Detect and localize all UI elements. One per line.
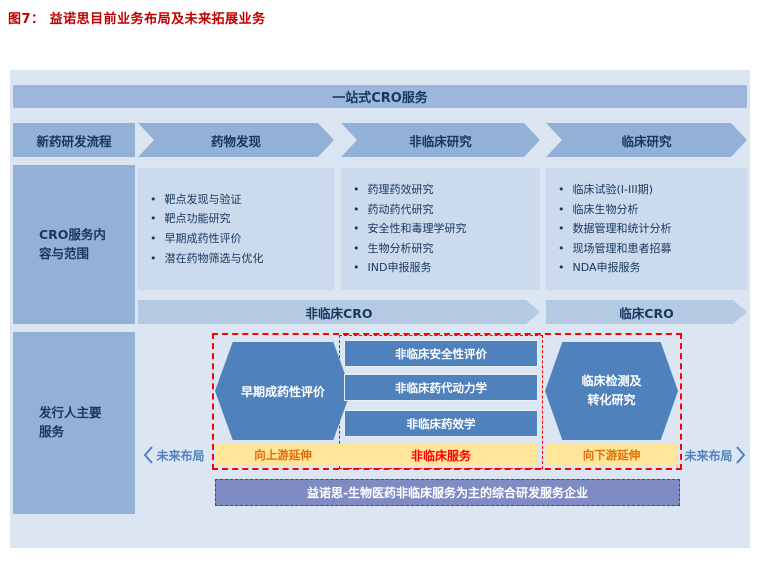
nonclinical-pd-label: 非临床药效学 — [406, 416, 476, 431]
list-item-text: 现场管理和患者招募 — [572, 241, 672, 255]
future-layout-left-text: 未来布局 — [156, 448, 205, 463]
future-layout-right: 未来布局 — [682, 444, 748, 466]
nonclinical-safety-box: 非临床安全性评价 — [344, 340, 538, 367]
company-positioning-banner: 益诺思-生物医药非临床服务为主的综合研发服务企业 — [215, 479, 680, 506]
nonclinical-core-label: 非临床服务 — [410, 448, 471, 463]
discovery-services-list: 靶点发现与验证 靶点功能研究 早期成药性评价 潜在药物筛选与优化 — [138, 190, 334, 268]
chevron-right-icon — [735, 446, 745, 464]
stage-clinical-research-label: 临床研究 — [621, 133, 672, 149]
upstream-extension-label: 向上游延伸 — [254, 448, 312, 462]
list-item-text: 潜在药物筛选与优化 — [164, 251, 264, 265]
list-item-text: 药动药代研究 — [367, 202, 434, 216]
list-item-text: 临床试验(I-III期) — [572, 183, 654, 197]
clinical-services-list: 临床试验(I-III期) 临床生物分析 数据管理和统计分析 现场管理和患者招募 … — [546, 180, 747, 278]
list-item: 临床生物分析 — [558, 200, 747, 220]
list-item: NDA申报服务 — [558, 258, 747, 278]
issuer-services-label-text: 发行人主要服务 — [39, 405, 102, 439]
upstream-extension-box: 向上游延伸 — [215, 444, 351, 466]
future-layout-right-text: 未来布局 — [684, 448, 733, 463]
nonclinical-cro-arrow: 非临床CRO — [138, 300, 540, 324]
company-positioning-text: 益诺思-生物医药非临床服务为主的综合研发服务企业 — [307, 486, 588, 500]
list-item: IND申报服务 — [353, 258, 540, 278]
stage-nonclinical-research: 非临床研究 — [341, 123, 540, 157]
future-layout-left: 未来布局 — [136, 444, 212, 466]
list-item-text: 安全性和毒理学研究 — [367, 222, 467, 236]
nonclinical-services-list: 药理药效研究 药动药代研究 安全性和毒理学研究 生物分析研究 IND申报服务 — [341, 180, 540, 278]
list-item-text: IND申报服务 — [367, 261, 432, 275]
process-row-label: 新药研发流程 — [13, 123, 135, 157]
stage-nonclinical-research-label: 非临床研究 — [409, 133, 472, 149]
clinical-cro-arrow: 临床CRO — [546, 300, 747, 324]
downstream-extension-label: 向下游延伸 — [582, 448, 641, 462]
nonclinical-pd-box: 非临床药效学 — [344, 410, 538, 437]
nonclinical-pk-box: 非临床药代动力学 — [344, 374, 538, 401]
process-row-label-text: 新药研发流程 — [36, 133, 112, 149]
issuer-scope-dashed-frame — [212, 333, 682, 470]
list-item: 现场管理和患者招募 — [558, 239, 747, 259]
list-item-text: NDA申报服务 — [572, 261, 641, 275]
stage-drug-discovery: 药物发现 — [138, 123, 334, 157]
list-item-text: 生物分析研究 — [367, 241, 434, 255]
business-layout-diagram: 一站式CRO服务 新药研发流程 药物发现 非临床研究 临床研究 CRO服务内容与… — [10, 70, 750, 548]
list-item-text: 药理药效研究 — [367, 183, 434, 197]
list-item: 靶点功能研究 — [150, 209, 334, 229]
chevron-left-icon — [144, 446, 154, 464]
one-stop-cro-banner: 一站式CRO服务 — [13, 85, 747, 108]
stage-drug-discovery-label: 药物发现 — [210, 133, 261, 149]
nonclinical-cro-label: 非临床CRO — [305, 305, 373, 321]
list-item: 潜在药物筛选与优化 — [150, 249, 334, 269]
one-stop-cro-label: 一站式CRO服务 — [332, 91, 428, 106]
list-item: 靶点发现与验证 — [150, 190, 334, 210]
cro-scope-label-text: CRO服务内容与范围 — [39, 226, 106, 261]
figure-title: 图7： 益诺思目前业务布局及未来拓展业务 — [8, 12, 266, 27]
list-item: 安全性和毒理学研究 — [353, 219, 540, 239]
downstream-extension-box: 向下游延伸 — [545, 444, 678, 466]
list-item-text: 数据管理和统计分析 — [572, 222, 672, 236]
list-item: 数据管理和统计分析 — [558, 219, 747, 239]
nonclinical-services-box: 药理药效研究 药动药代研究 安全性和毒理学研究 生物分析研究 IND申报服务 — [341, 168, 540, 290]
clinical-testing-label: 临床检测及转化研究 — [581, 374, 642, 407]
cro-scope-label: CRO服务内容与范围 — [13, 165, 135, 324]
early-druggability-label: 早期成药性评价 — [240, 384, 325, 399]
list-item: 药动药代研究 — [353, 200, 540, 220]
nonclinical-safety-label: 非临床安全性评价 — [395, 346, 487, 361]
clinical-cro-label: 临床CRO — [619, 305, 674, 321]
list-item: 临床试验(I-III期) — [558, 180, 747, 200]
issuer-services-label: 发行人主要服务 — [13, 332, 135, 514]
list-item: 药理药效研究 — [353, 180, 540, 200]
nonclinical-core-box: 非临床服务 — [344, 444, 538, 466]
list-item-text: 早期成药性评价 — [164, 232, 242, 245]
discovery-services-box: 靶点发现与验证 靶点功能研究 早期成药性评价 潜在药物筛选与优化 — [138, 168, 334, 290]
list-item: 生物分析研究 — [353, 239, 540, 259]
stage-clinical-research: 临床研究 — [546, 123, 747, 157]
list-item-text: 靶点发现与验证 — [164, 192, 242, 206]
nonclinical-pk-label: 非临床药代动力学 — [395, 380, 487, 395]
early-druggability-hexagon: 早期成药性评价 — [215, 342, 351, 440]
clinical-testing-hexagon: 临床检测及转化研究 — [545, 342, 678, 440]
list-item-text: 靶点功能研究 — [164, 212, 231, 226]
list-item: 早期成药性评价 — [150, 229, 334, 249]
clinical-services-box: 临床试验(I-III期) 临床生物分析 数据管理和统计分析 现场管理和患者招募 … — [546, 168, 747, 290]
list-item-text: 临床生物分析 — [572, 202, 639, 216]
